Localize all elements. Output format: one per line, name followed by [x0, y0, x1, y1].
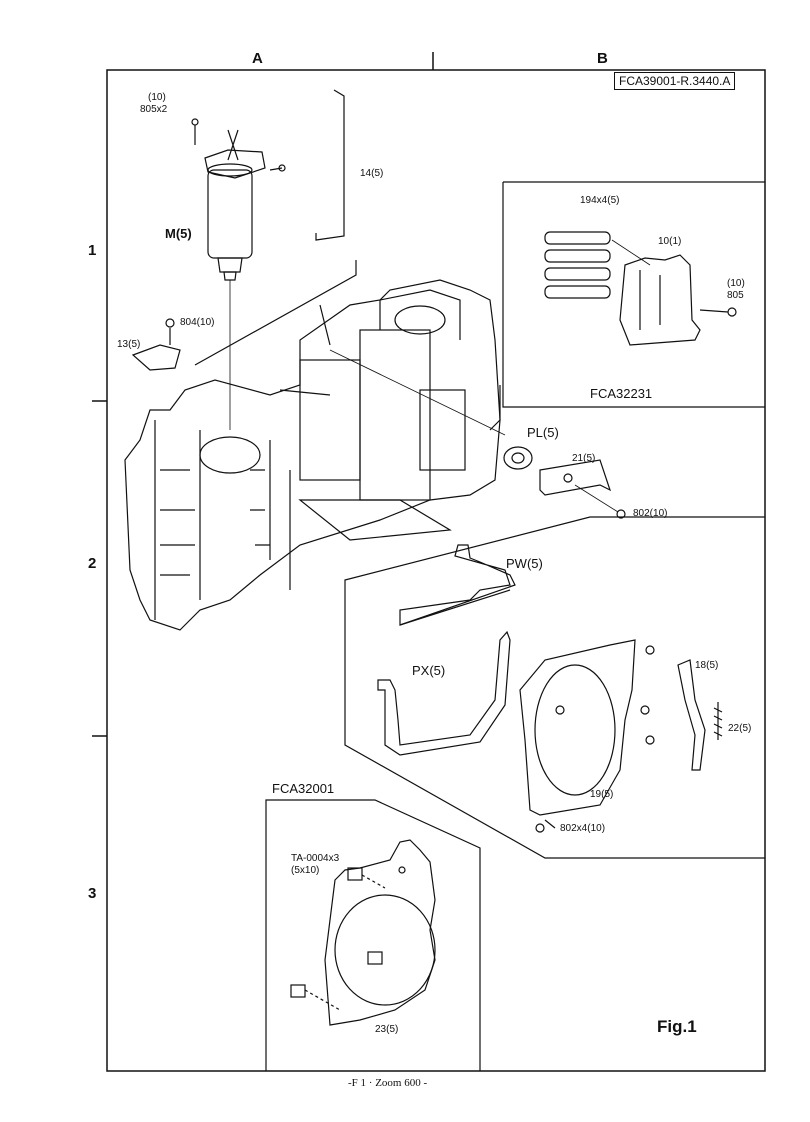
- plate-23-drawing: [290, 839, 436, 1026]
- plate-19-drawing: [519, 639, 655, 833]
- rod-drawing: [315, 89, 345, 241]
- label-plate-23: 23(5): [375, 1024, 399, 1035]
- label-screw-802: 802(10): [633, 508, 668, 519]
- label-plate-21: 21(5): [572, 453, 596, 464]
- spring-22-drawing: [713, 702, 723, 740]
- plate-21-drawing: [539, 459, 612, 496]
- label-bracket-18: 18(5): [695, 660, 719, 671]
- label-screw-top-qty: (10): [148, 92, 166, 103]
- label-tape: TA-0004x3: [291, 853, 340, 864]
- subassembly-outline-fca32001: [265, 799, 481, 1071]
- subassembly-code-fca32231: FCA32231: [590, 386, 653, 401]
- figure-label: Fig.1: [657, 1017, 697, 1036]
- page-footer: -F 1 · Zoom 600 -: [348, 1077, 428, 1089]
- label-pw: PW(5): [506, 556, 543, 571]
- label-screw-top: 805x2: [140, 104, 168, 115]
- label-contact-holder: 10(1): [658, 236, 682, 247]
- label-rod: 14(5): [360, 168, 384, 179]
- region-outline-shutter: [344, 516, 765, 859]
- contacts-drawing: [544, 231, 651, 299]
- label-screw-b: 805: [727, 290, 744, 301]
- camera-body-drawing: [124, 279, 506, 631]
- bracket-13-drawing: [131, 344, 181, 371]
- column-label-b: B: [597, 50, 608, 67]
- label-tape-size: (5x10): [291, 865, 320, 876]
- label-screw-b-qty: (10): [727, 278, 745, 289]
- row-label-1: 1: [88, 242, 97, 259]
- label-px: PX(5): [412, 663, 446, 678]
- label-bracket-left: 13(5): [117, 339, 141, 350]
- label-screw-left: 804(10): [180, 317, 215, 328]
- px-part-drawing: [377, 630, 511, 756]
- motor-drawing: [191, 118, 286, 430]
- label-plate-19: 19(5): [590, 789, 614, 800]
- diagram-frame: [106, 69, 766, 1072]
- label-motor: M(5): [165, 226, 192, 241]
- subassembly-code-fca32001: FCA32001: [272, 781, 335, 796]
- document-code: FCA39001-R.3440.A: [614, 72, 736, 90]
- label-contacts: 194x4(5): [580, 195, 620, 206]
- bracket-18-drawing: [677, 659, 706, 771]
- column-label-a: A: [252, 50, 263, 67]
- pl-part-drawing: [503, 446, 533, 470]
- label-spring-22: 22(5): [728, 723, 752, 734]
- label-pl: PL(5): [527, 425, 559, 440]
- pw-part-drawing: [399, 544, 516, 626]
- label-screw-802x4: 802x4(10): [560, 823, 606, 834]
- contact-holder-drawing: [619, 254, 701, 346]
- row-label-2: 2: [88, 555, 97, 572]
- row-label-3: 3: [88, 885, 97, 902]
